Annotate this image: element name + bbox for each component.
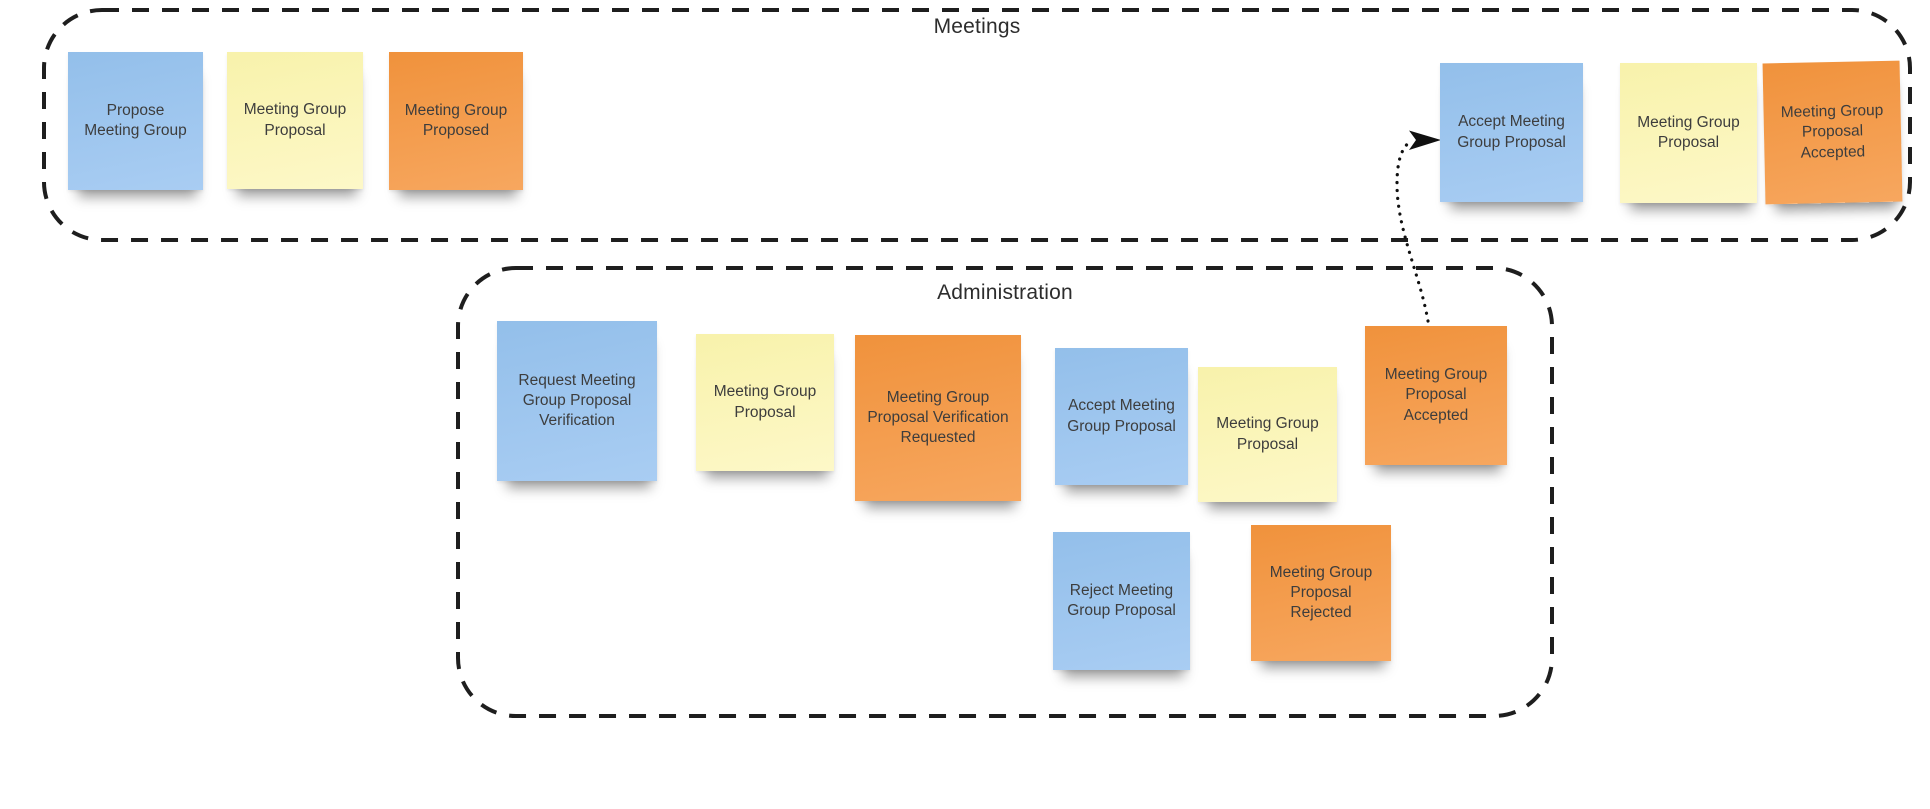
sticky-note-label: Propose Meeting Group	[84, 101, 187, 139]
sticky-note-label: Meeting Group Proposal	[1216, 415, 1319, 453]
note-reject-meeting-group-proposal[interactable]: Reject Meeting Group Proposal	[1053, 532, 1190, 670]
sticky-note-label: Accept Meeting Group Proposal	[1457, 113, 1566, 151]
sticky-note-label: Meeting Group Proposal Accepted	[1780, 102, 1884, 162]
sticky-note-label: Reject Meeting Group Proposal	[1067, 581, 1176, 619]
note-meeting-group-proposal-admin-1[interactable]: Meeting Group Proposal	[696, 334, 834, 471]
sticky-note-label: Meeting Group Proposal Rejected	[1269, 563, 1373, 622]
note-propose-meeting-group[interactable]: Propose Meeting Group	[68, 52, 203, 190]
administration-frame-border[interactable]	[456, 266, 1554, 718]
note-request-meeting-group-proposal-verification[interactable]: Request Meeting Group Proposal Verificat…	[497, 321, 657, 481]
sticky-note-label: Meeting Group Proposal	[1637, 113, 1740, 151]
sticky-note-label: Accept Meeting Group Proposal	[1067, 397, 1176, 435]
sticky-note-label: Meeting Group Proposal	[243, 101, 347, 139]
note-meeting-group-proposal-verification-requested[interactable]: Meeting Group Proposal Verification Requ…	[855, 335, 1021, 501]
note-accept-meeting-group-proposal-admin[interactable]: Accept Meeting Group Proposal	[1055, 348, 1188, 485]
sticky-note-label: Meeting Group Proposal Accepted	[1384, 366, 1488, 424]
sticky-note-label: Meeting Group Proposal	[713, 383, 817, 421]
connector-arrowhead-icon	[1409, 130, 1441, 150]
note-meeting-group-proposal-meetings-right[interactable]: Meeting Group Proposal	[1620, 63, 1757, 203]
note-meeting-group-proposal-admin-2[interactable]: Meeting Group Proposal	[1198, 367, 1337, 502]
note-meeting-group-proposal-meetings-left[interactable]: Meeting Group Proposal	[227, 52, 363, 189]
note-accept-meeting-group-proposal-meetings[interactable]: Accept Meeting Group Proposal	[1440, 63, 1583, 202]
dotted-connector-line[interactable]	[1395, 139, 1430, 323]
sticky-note-label: Request Meeting Group Proposal Verificat…	[518, 371, 636, 430]
meetings-frame-border[interactable]	[42, 8, 1912, 242]
sticky-note-label: Meeting Group Proposed	[404, 101, 508, 139]
note-meeting-group-proposal-rejected[interactable]: Meeting Group Proposal Rejected	[1251, 525, 1391, 661]
note-meeting-group-proposal-accepted-meetings[interactable]: Meeting Group Proposal Accepted	[1762, 60, 1903, 205]
administration-frame-title: Administration	[937, 281, 1073, 304]
note-meeting-group-proposed[interactable]: Meeting Group Proposed	[389, 52, 523, 190]
sticky-note-label: Meeting Group Proposal Verification Requ…	[867, 388, 1009, 447]
note-meeting-group-proposal-accepted-admin[interactable]: Meeting Group Proposal Accepted	[1365, 326, 1507, 465]
meetings-frame-title: Meetings	[933, 15, 1021, 38]
